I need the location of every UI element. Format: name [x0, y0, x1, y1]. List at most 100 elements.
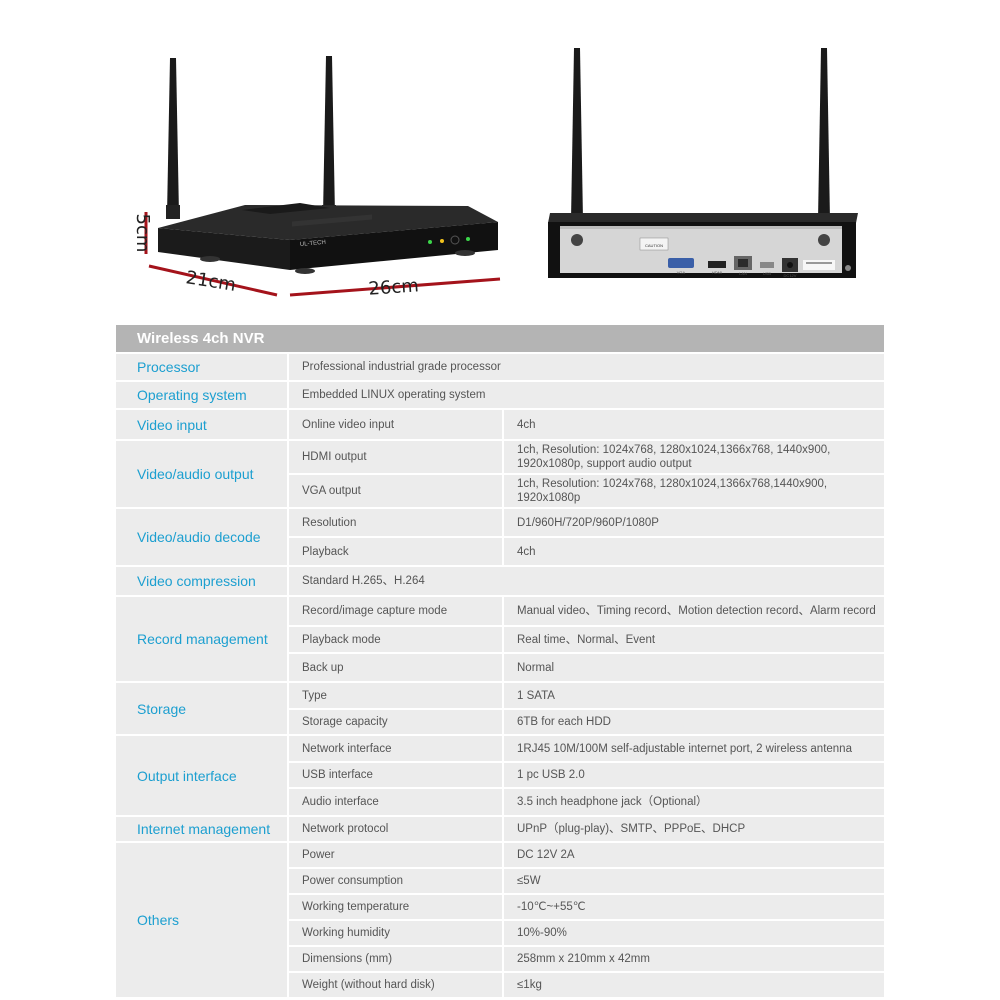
spec-param: Power: [289, 843, 502, 867]
spec-param: Embedded LINUX operating system: [289, 382, 884, 408]
spec-value: 3.5 inch headphone jack（Optional）: [504, 789, 884, 815]
spec-value: D1/960H/720P/960P/1080P: [504, 509, 884, 536]
spec-value: 6TB for each HDD: [504, 710, 884, 734]
spec-row: Professional industrial grade processor: [287, 354, 884, 380]
product-images: UL-TECH 5cm 21cm 26cm CAUT: [0, 0, 1000, 315]
spec-value: 4ch: [504, 538, 884, 565]
hdmi-port-label: HDMI: [712, 270, 722, 275]
spec-param: Storage capacity: [289, 710, 502, 734]
usb-port-label: USB: [763, 271, 772, 276]
spec-param: Online video input: [289, 410, 502, 439]
dim-height-label: 5cm: [132, 214, 153, 253]
lan-port-label: LAN: [739, 271, 747, 276]
dc-port-label: DC12V: [784, 273, 797, 278]
spec-value: 1RJ45 10M/100M self-adjustable internet …: [504, 736, 884, 761]
spec-param: Resolution: [289, 509, 502, 536]
spec-value: 1 pc USB 2.0: [504, 763, 884, 787]
nvr-back-view: CAUTION VGA HDMI LAN USB DC12V: [548, 48, 858, 278]
dim-width-label: 26cm: [368, 275, 420, 299]
spec-value: Manual video、Timing record、Motion detect…: [504, 597, 884, 625]
spec-value: 4ch: [504, 410, 884, 439]
spec-value: -10℃~+55℃: [504, 895, 884, 919]
spec-group-label: Internet management: [116, 817, 287, 841]
spec-group-label: Record management: [116, 597, 287, 681]
spec-value: 1 SATA: [504, 683, 884, 708]
spec-param: USB interface: [289, 763, 502, 787]
spec-param: Playback: [289, 538, 502, 565]
spec-param: Network interface: [289, 736, 502, 761]
spec-value: Real time、Normal、Event: [504, 627, 884, 652]
spec-row: Dimensions (mm)258mm x 210mm x 42mm: [287, 945, 884, 971]
spec-table-title: Wireless 4ch NVR: [116, 325, 884, 352]
spec-param: Working humidity: [289, 921, 502, 945]
spec-row: Standard H.265、H.264: [287, 567, 884, 595]
spec-group-label: Processor: [116, 354, 287, 380]
spec-param: Weight (without hard disk): [289, 973, 502, 997]
spec-value: DC 12V 2A: [504, 843, 884, 867]
spec-group-label: Output interface: [116, 736, 287, 815]
spec-param: Audio interface: [289, 789, 502, 815]
spec-value: 1ch, Resolution: 1024x768, 1280x1024,136…: [504, 475, 884, 507]
spec-param: Working temperature: [289, 895, 502, 919]
spec-row: Weight (without hard disk)≤1kg: [287, 971, 884, 997]
spec-param: Record/image capture mode: [289, 597, 502, 625]
nvr-front-view: UL-TECH: [158, 56, 498, 274]
spec-param: HDMI output: [289, 441, 502, 473]
spec-param: Standard H.265、H.264: [289, 567, 884, 595]
caution-label: CAUTION: [645, 243, 663, 248]
spec-param: Back up: [289, 654, 502, 681]
spec-row: Embedded LINUX operating system: [287, 382, 884, 408]
spec-row: Working temperature-10℃~+55℃: [287, 893, 884, 919]
spec-row: Power consumption≤5W: [287, 867, 884, 893]
spec-group-label: Others: [116, 843, 287, 997]
spec-param: Playback mode: [289, 627, 502, 652]
spec-param: Professional industrial grade processor: [289, 354, 884, 380]
spec-value: 10%-90%: [504, 921, 884, 945]
spec-value: UPnP（plug-play)、SMTP、PPPoE、DHCP: [504, 817, 884, 841]
spec-param: Network protocol: [289, 817, 502, 841]
dim-depth-label: 21cm: [184, 267, 237, 296]
spec-param: Dimensions (mm): [289, 947, 502, 971]
vga-port-label: VGA: [677, 270, 686, 275]
spec-param: Type: [289, 683, 502, 708]
spec-value: Normal: [504, 654, 884, 681]
spec-group-label: Video/audio output: [116, 441, 287, 507]
spec-value: 1ch, Resolution: 1024x768, 1280x1024,136…: [504, 441, 884, 473]
spec-group-label: Operating system: [116, 382, 287, 408]
spec-group-label: Video compression: [116, 567, 287, 595]
spec-param: VGA output: [289, 475, 502, 507]
spec-param: Power consumption: [289, 869, 502, 893]
spec-value: ≤1kg: [504, 973, 884, 997]
product-illustration: UL-TECH 5cm 21cm 26cm CAUT: [132, 48, 858, 300]
spec-group-label: Video/audio decode: [116, 509, 287, 565]
svg-text:UL-TECH: UL-TECH: [300, 240, 326, 248]
spec-value: ≤5W: [504, 869, 884, 893]
spec-group-label: Storage: [116, 683, 287, 734]
